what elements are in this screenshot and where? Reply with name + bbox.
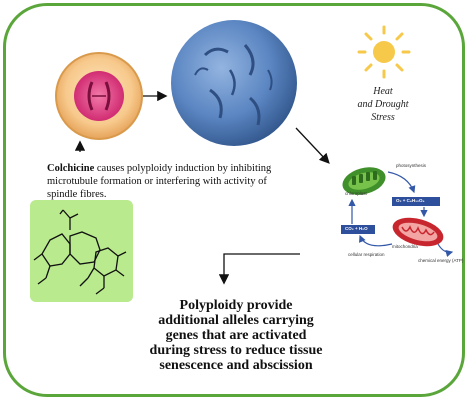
conclusion-line-3: genes that are activated (165, 328, 307, 343)
arrow-to-conclusion (218, 253, 300, 285)
glucose-formula-box (392, 197, 440, 206)
conclusion-line-4: during stress to reduce tissue (149, 343, 323, 358)
cycle-arrow-energy (437, 243, 454, 257)
colchicine-label: Colchicine (47, 163, 95, 174)
stress-label: Heat and Drought Stress (338, 85, 428, 124)
polyploid-nucleus-icon (171, 20, 297, 146)
sun-icon (357, 25, 411, 79)
chemical-energy-label: chemical energy (ATP) (418, 258, 464, 263)
colchicine-molecule-icon (33, 209, 127, 295)
stress-line-3: Stress (371, 112, 395, 123)
cycle-arrow-respiration (359, 234, 393, 247)
photosynthesis-label: photosynthesis (396, 163, 427, 168)
arrow-to-energy-cycle (295, 127, 330, 164)
co2-formula-label: CO₂ + H₂O (345, 226, 368, 231)
conclusion-line-2: additional alleles carrying (158, 313, 314, 328)
colchicine-description-text: causes polyploidy induction by inhibitin… (47, 163, 272, 200)
glucose-formula-label: O₂ + C₆H₁₂O₆ (396, 198, 425, 203)
cellular-respiration-label: cellular respiration (348, 252, 385, 257)
co2-formula-box (341, 225, 375, 234)
colchicine-description: Colchicine causes polyploidy induction b… (47, 162, 287, 201)
conclusion-line-1: Polyploidy provide (179, 298, 293, 313)
chloroplast-label: chloroplast (345, 191, 367, 196)
conclusion-text: Polyploidy provide additional alleles ca… (136, 298, 336, 373)
conclusion-line-5: senescence and abscission (159, 358, 313, 373)
rounded-green-frame (3, 3, 465, 397)
chloroplast-icon (342, 167, 386, 195)
dividing-cell-icon (55, 52, 143, 140)
cycle-arrow-photosynthesis (387, 171, 416, 194)
stress-line-2: and Drought (357, 99, 409, 110)
stress-line-1: Heat (373, 86, 393, 97)
mitochondria-label: mitochondria (392, 244, 418, 249)
mitochondria-icon (392, 217, 444, 247)
